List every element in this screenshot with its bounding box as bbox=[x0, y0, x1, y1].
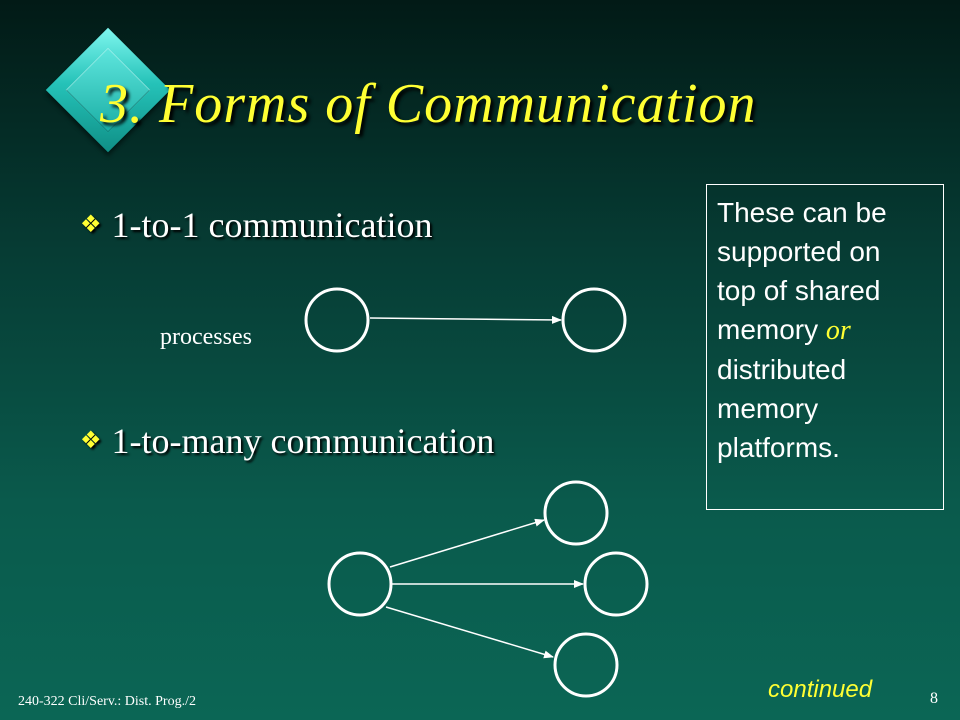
bullet-diamond-icon: ❖ bbox=[80, 212, 102, 238]
process-circle-target-bottom bbox=[553, 632, 619, 698]
process-circle-target-top bbox=[543, 480, 609, 546]
note-line: These can be bbox=[717, 197, 887, 228]
bullet-one-to-many-text: 1-to-many communication bbox=[111, 421, 495, 461]
bullet-one-to-one-text: 1-to-1 communication bbox=[111, 205, 433, 245]
bullet-one-to-many: ❖ 1-to-many communication bbox=[80, 420, 494, 462]
note-line: memory or bbox=[717, 310, 933, 350]
process-circle-receiver bbox=[561, 287, 627, 353]
process-circle-sender bbox=[304, 287, 370, 353]
note-emphasis-or: or bbox=[825, 315, 851, 346]
bullet-diamond-icon: ❖ bbox=[80, 428, 102, 454]
note-line: distributed bbox=[717, 354, 847, 385]
note-line: memory bbox=[717, 393, 819, 424]
note-line: platforms. bbox=[717, 432, 840, 463]
page-number: 8 bbox=[930, 690, 938, 707]
bullet-one-to-one: ❖ 1-to-1 communication bbox=[80, 204, 432, 246]
note-line: supported on bbox=[717, 236, 881, 267]
process-circle-source bbox=[327, 551, 393, 617]
note-text: memory bbox=[717, 314, 826, 345]
note-box: These can be supported on top of shared … bbox=[706, 184, 944, 510]
arrow-to-bottom bbox=[385, 606, 554, 659]
footer-course-label: 240-322 Cli/Serv.: Dist. Prog./2 bbox=[18, 694, 196, 709]
continued-label: continued bbox=[768, 676, 873, 703]
process-circle-target-middle bbox=[583, 551, 649, 617]
arrow-one-to-one bbox=[369, 315, 562, 324]
note-line: top of shared bbox=[717, 275, 881, 306]
slide-title: 3. Forms of Communication bbox=[100, 73, 757, 135]
arrow-to-top bbox=[389, 518, 545, 568]
processes-label: processes bbox=[160, 324, 252, 350]
